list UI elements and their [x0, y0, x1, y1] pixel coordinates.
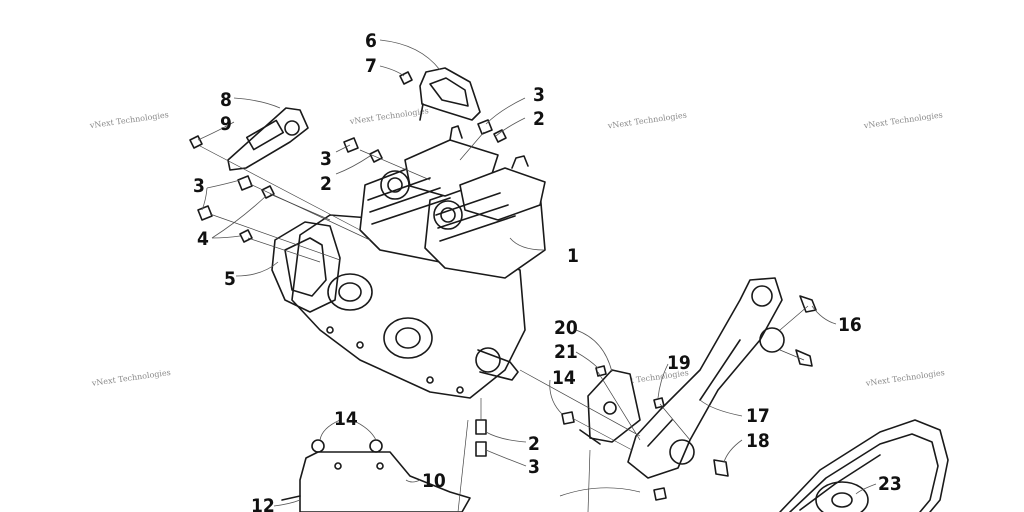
callout-7: 7 — [365, 55, 377, 77]
callout-18: 18 — [746, 430, 770, 452]
callout-3: 3 — [528, 456, 540, 478]
leader-lines — [197, 39, 877, 507]
callout-19: 19 — [667, 352, 691, 374]
small-hardware — [189, 71, 817, 501]
part-20-bracket — [579, 369, 641, 445]
watermark: vNext Technologies — [864, 368, 945, 388]
callout-2: 2 — [528, 433, 540, 455]
callout-23: 23 — [878, 473, 902, 495]
watermark: vNext Technologies — [90, 368, 171, 388]
callout-21: 21 — [554, 341, 578, 363]
callout-3: 3 — [320, 148, 332, 170]
watermark: vNext Technologies — [862, 110, 943, 130]
watermark: vNext Technologies — [606, 110, 687, 130]
callout-5: 5 — [224, 268, 236, 290]
callout-8: 8 — [220, 89, 232, 111]
part-6-air-intake — [419, 67, 481, 121]
part-17-engine-plate — [627, 277, 785, 479]
callout-3: 3 — [533, 84, 545, 106]
callout-2: 2 — [533, 108, 545, 130]
callout-9: 9 — [220, 113, 232, 135]
callout-6: 6 — [365, 30, 377, 52]
watermark: vNext Technologies — [88, 110, 169, 130]
engine-block — [271, 125, 546, 399]
callout-4: 4 — [197, 228, 209, 250]
part-8-bracket — [227, 107, 309, 171]
callout-10: 10 — [422, 470, 446, 492]
callout-20: 20 — [554, 317, 578, 339]
callout-17: 17 — [746, 405, 770, 427]
assembly-guide-lines — [199, 131, 809, 512]
callout-labels: 1 2 2 2 3 3 3 3 4 5 6 7 8 9 10 12 14 14 … — [193, 30, 902, 512]
callout-3: 3 — [193, 175, 205, 197]
callout-1: 1 — [567, 245, 579, 267]
callout-12: 12 — [251, 495, 275, 512]
callout-14: 14 — [334, 408, 358, 430]
part-23-clutch-belt — [779, 419, 949, 512]
watermark: vNext Technologies — [348, 106, 429, 126]
callout-2: 2 — [320, 173, 332, 195]
callout-16: 16 — [838, 314, 862, 336]
callout-14: 14 — [552, 367, 576, 389]
